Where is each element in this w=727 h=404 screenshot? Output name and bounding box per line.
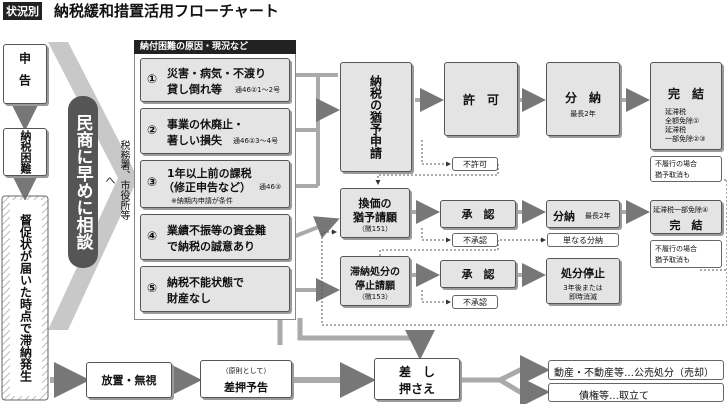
kanketsu-1-box: 完 結 延滞税 全額免除① 延滞税 一部免除②③	[650, 62, 722, 150]
teishi-l2: 停止請願	[355, 281, 395, 292]
cause-1-ref: 通46②1～2号	[235, 86, 281, 94]
kanketsu-1-l3: 延滞税	[665, 126, 686, 134]
kanketsu-1-l1: 延滞税	[665, 108, 686, 116]
furiko-2-box: 不履行の場合 猶予取消も	[650, 240, 722, 268]
cause-1-line1: 災害・病気・不渡り	[167, 67, 266, 80]
nozei-yuyo-box: 納税の猶予申請	[340, 62, 412, 172]
bunno-2-box: 分納 最長2年	[546, 200, 620, 228]
kanketsu-1-l2: 全額免除①	[665, 117, 700, 125]
cause-2-line1: 事業の休廃止・	[167, 118, 244, 131]
kobai-box: 動産・不動産等…公売処分（売却）	[548, 360, 724, 380]
nouzei-konnan-box: 納税困難	[3, 128, 47, 176]
bunno-box: 分 納 最長2年	[546, 62, 620, 136]
cause-4: ④ 業績不振等の資金難 で納税の誠意あり	[140, 214, 290, 260]
shobun-teishi-box: 処分停止 3年後または 即時消滅	[546, 258, 620, 304]
furiko-1-l1: 不履行の場合	[655, 160, 697, 168]
yokoku-l2: 差押予告	[224, 381, 268, 394]
kanketsu-2-l2: 完 結	[669, 219, 703, 232]
shobun-teishi-l2: 即時消滅	[569, 293, 597, 301]
cause-4-line2: で納税の誠意あり	[167, 240, 255, 253]
page-title: 納税緩和措置活用フローチャート	[54, 2, 279, 20]
consult-banner: 民商に早めに相談	[68, 96, 98, 268]
bunno-2-sub: 最長2年	[585, 212, 611, 220]
cause-1: ① 災害・病気・不渡り 貸し倒れ等 通46②1～2号	[140, 58, 290, 102]
shobun-teishi-title: 処分停止	[561, 267, 605, 280]
causes-header: 納付困難の原因・現況など	[134, 40, 296, 54]
cause-3-line2: （修正申告など）	[163, 181, 251, 194]
bunno-sub: 最長2年	[570, 110, 596, 118]
teishi-ref: （徴153）	[357, 293, 393, 301]
kyoka-box: 許 可	[444, 62, 518, 136]
kanketsu-2-l1: 延滞税一部免除④	[653, 206, 709, 214]
cause-5-num: ⑤	[147, 281, 158, 295]
bunno-title: 分 納	[564, 91, 601, 105]
bunno-2-title: 分納	[553, 210, 575, 223]
fushonin-1-box: 不承認	[452, 233, 498, 247]
cause-3-ref: 通46③	[259, 183, 282, 191]
tannaru-box: 単なる分納	[547, 233, 619, 247]
fukyoka-box: 不許可	[452, 157, 498, 171]
yokoku-l1: （原則として）	[221, 367, 271, 375]
furiko-2-l1: 不履行の場合	[655, 245, 697, 253]
kanka-ref: （徴151）	[357, 225, 393, 233]
cause-5-line2: 財産なし	[167, 292, 211, 305]
cause-1-num: ①	[147, 72, 158, 86]
kanka-l1: 換価の	[358, 197, 392, 210]
sashiosae-box: 差 し 押さえ	[374, 358, 460, 400]
cause-4-line1: 業績不振等の資金難	[167, 224, 266, 237]
furiko-1-l2: 猶予取消も	[655, 171, 690, 179]
cause-2-ref: 通46②3～4号	[233, 137, 279, 145]
shonin-2-box: 承 認	[440, 260, 516, 288]
cause-3: ③ 1年以上前の課税 （修正申告など） 通46③ ※納期内申請が条件	[140, 160, 290, 208]
cause-5: ⑤ 納税不能状態で 財産なし	[140, 266, 290, 312]
sashiosae-l2: 押さえ	[398, 382, 435, 396]
tokusoku-box: 督促状が届いた時点で滞納発生	[10, 200, 42, 396]
shinkoku-box: 申告	[3, 44, 47, 104]
cause-2-num: ②	[147, 123, 158, 137]
teishi-l1: 滞納処分の	[350, 267, 400, 278]
cause-4-num: ④	[147, 229, 158, 243]
header-badge: 状況別	[3, 2, 42, 20]
furiko-1-box: 不履行の場合 猶予取消も	[650, 156, 722, 182]
kanka-box: 換価の 猶予請願 （徴151）	[340, 188, 410, 238]
furiko-2-l2: 猶予取消も	[655, 256, 690, 264]
cause-2-line2: 著しい損失	[167, 134, 222, 147]
toritate-box: 債権等…取立て	[548, 383, 724, 402]
sashiosae-l1: 差 し	[398, 365, 435, 379]
cause-5-line1: 納税不能状態で	[167, 276, 244, 289]
cause-3-note: ※納期内申請が条件	[171, 197, 233, 205]
shobun-teishi-l1: 3年後または	[563, 284, 603, 292]
hochi-box: 放置・無視	[86, 362, 172, 398]
fushonin-2-box: 不承認	[452, 295, 498, 309]
yokoku-box: （原則として） 差押予告	[200, 360, 292, 398]
cause-2: ② 事業の休廃止・ 著しい損失 通46②3～4号	[140, 108, 290, 154]
kobai-text: 動産・不動産等…公売処分（売却）	[554, 368, 714, 379]
teishi-box: 滞納処分の 停止請願 （徴153）	[340, 256, 410, 306]
toritate-text: 債権等…取立て	[579, 391, 649, 402]
cause-3-line1: 1年以上前の課税	[167, 167, 252, 180]
cause-1-line2: 貸し倒れ等	[167, 83, 222, 96]
kanketsu-1-l4: 一部免除②③	[665, 135, 706, 143]
cause-3-num: ③	[147, 175, 158, 189]
kanketsu-2-box: 延滞税一部免除④ 完 結	[650, 200, 722, 234]
offices-label: 税務署、市役所等へ	[103, 140, 129, 220]
shonin-1-box: 承 認	[440, 200, 516, 228]
kanketsu-1-title: 完 結	[667, 87, 704, 101]
kanka-l2: 猶予請願	[353, 211, 397, 224]
